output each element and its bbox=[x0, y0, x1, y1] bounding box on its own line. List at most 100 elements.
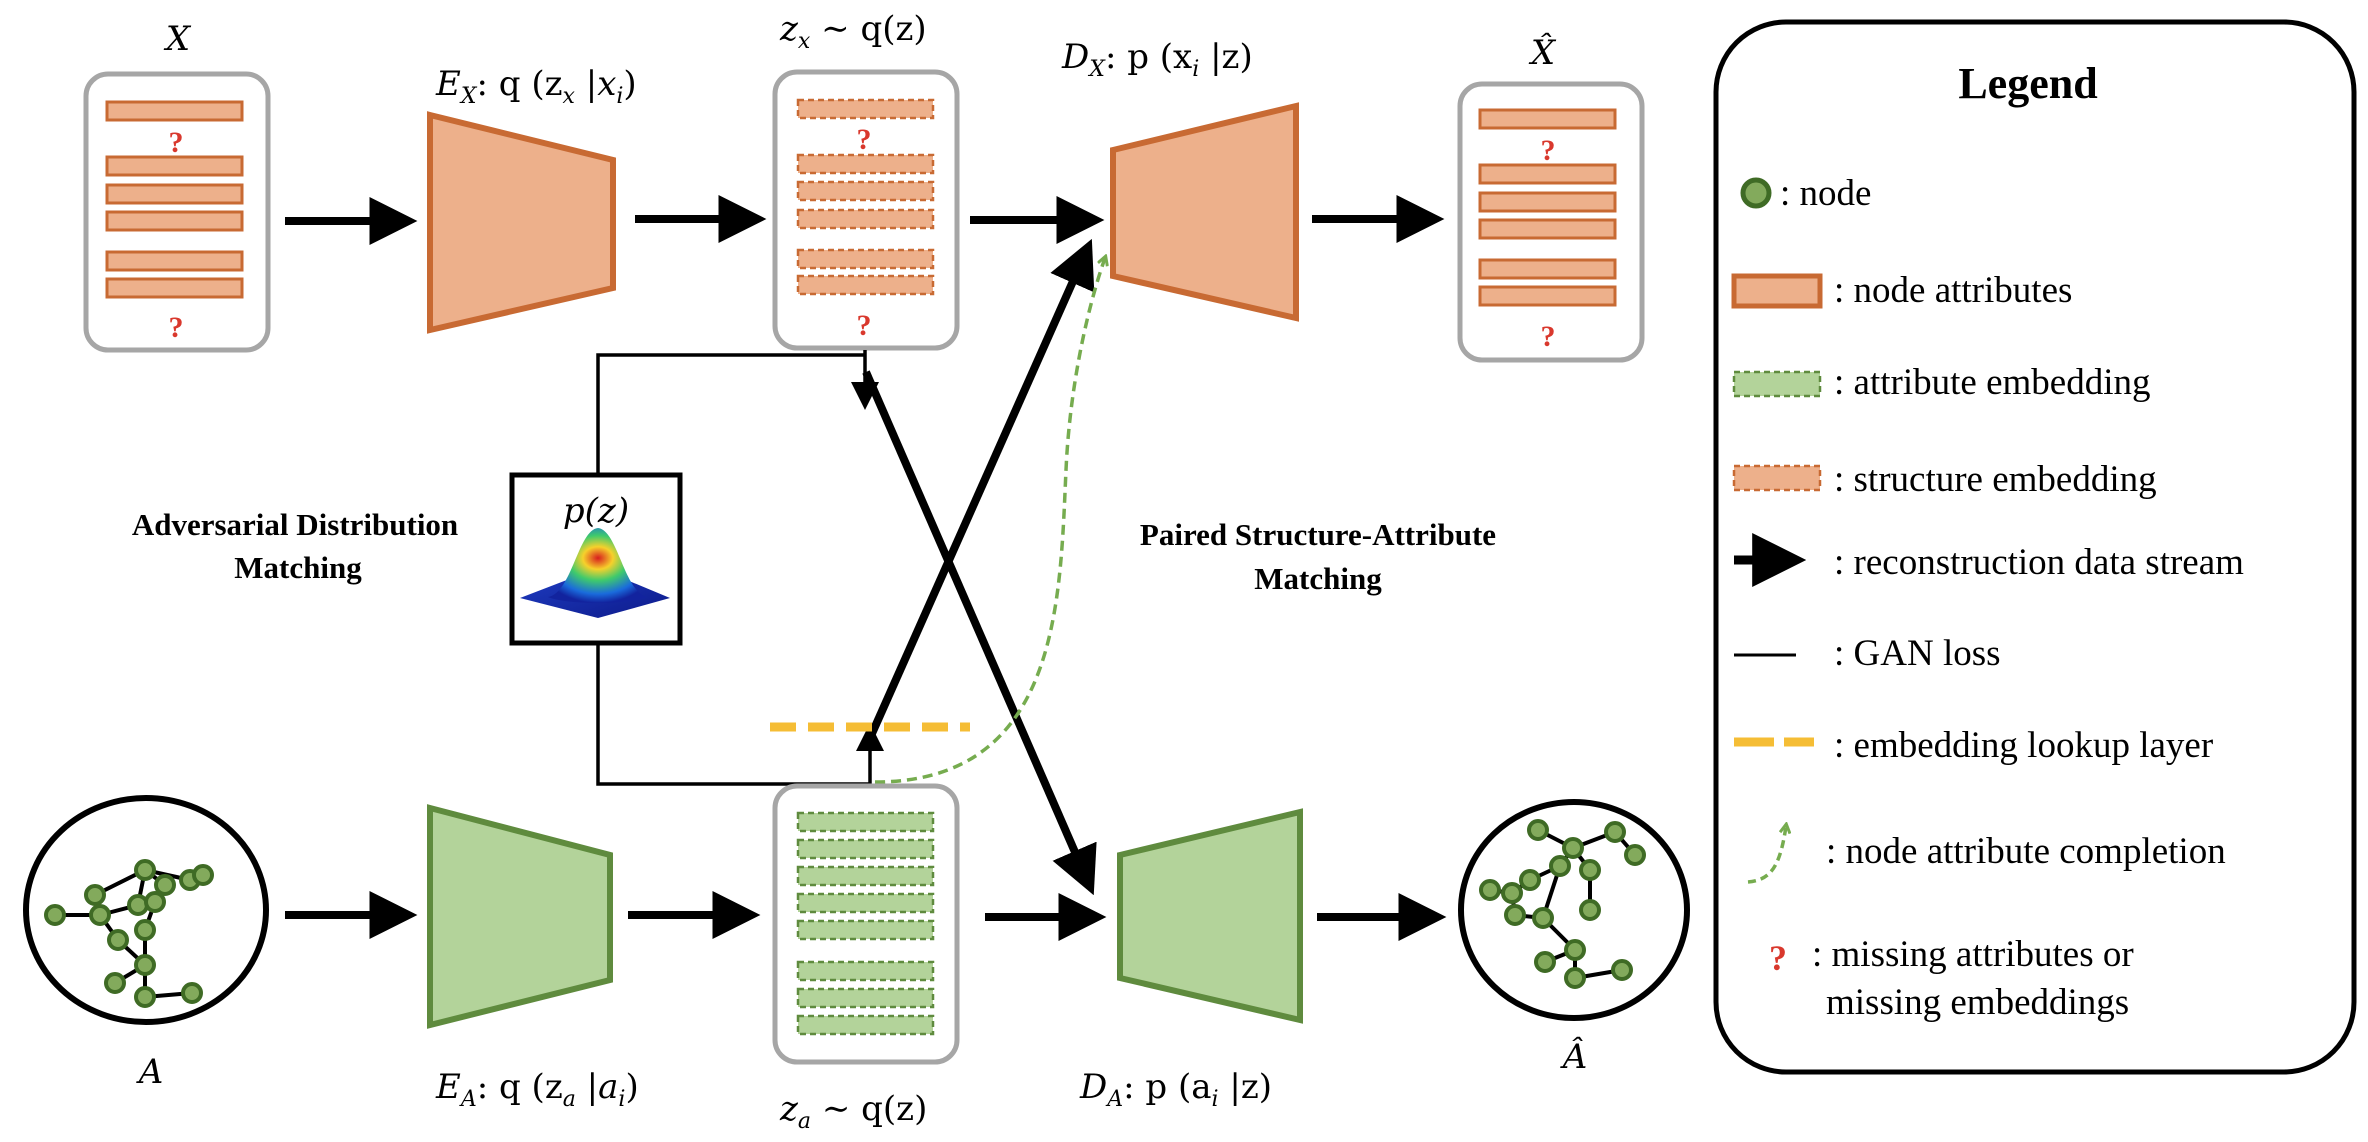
node-icon bbox=[1564, 939, 1586, 961]
dashed-green-arrow-icon bbox=[1747, 826, 1786, 884]
a-hat-label: Â bbox=[1560, 1036, 1588, 1077]
gan-loss-line-top bbox=[596, 353, 865, 476]
x-hat-label: X̂ bbox=[1528, 32, 1557, 73]
node-icon bbox=[1504, 904, 1526, 926]
node-icon bbox=[44, 904, 66, 926]
node-attributes-icon bbox=[1731, 273, 1823, 309]
node-icon bbox=[89, 904, 111, 926]
decoder-x: DX: p (xi |z) bbox=[1061, 37, 1299, 322]
encoder-a: EA: q (za |ai) bbox=[427, 804, 639, 1112]
a-hat-graph: Â bbox=[1458, 799, 1690, 1077]
cross-arrow-up bbox=[866, 238, 1095, 740]
encoder-a-trapezoid bbox=[427, 804, 613, 1029]
attribute-bar bbox=[105, 210, 244, 232]
adversarial-label-line1: Adversarial Distribution bbox=[132, 507, 458, 542]
attribute-bar bbox=[105, 183, 244, 205]
attribute-bar bbox=[1478, 218, 1617, 240]
structure-embedding-bar bbox=[796, 208, 935, 230]
legend-item-gan-loss: : GAN loss bbox=[1834, 633, 2001, 674]
gan-loss-lines bbox=[596, 350, 884, 788]
node-icon bbox=[181, 982, 203, 1004]
gan-loss-line-bottom bbox=[596, 642, 870, 786]
encoder-x: EX: q (zx |xi) bbox=[427, 64, 637, 334]
attribute-embedding-bar bbox=[796, 838, 935, 860]
node-icon bbox=[1562, 837, 1584, 859]
cross-arrow-down bbox=[862, 370, 1097, 896]
missing-mark: ? bbox=[1541, 134, 1556, 167]
attribute-bar bbox=[1478, 285, 1617, 307]
decoder-a-label: DA: p (ai |z) bbox=[1079, 1067, 1272, 1112]
node-icon bbox=[1534, 951, 1556, 973]
attribute-bar bbox=[1478, 258, 1617, 280]
legend-item-node: : node bbox=[1780, 173, 1871, 214]
legend-item-node-attributes: : node attributes bbox=[1834, 270, 2072, 311]
legend-item-attribute-embedding: : attribute embedding bbox=[1834, 362, 2150, 403]
attribute-embedding-bar bbox=[796, 919, 935, 941]
attribute-bar bbox=[105, 155, 244, 177]
attribute-completion-curve bbox=[874, 258, 1105, 784]
node-icon bbox=[1527, 819, 1549, 841]
legend-item-reconstruction-stream: : reconstruction data stream bbox=[1834, 542, 2244, 583]
structure-embedding-bar bbox=[796, 98, 935, 120]
encoder-a-label: EA: q (za |ai) bbox=[435, 1067, 639, 1112]
legend-item-missing-line2: missing embeddings bbox=[1826, 982, 2129, 1023]
missing-mark: ? bbox=[857, 123, 872, 156]
attribute-embedding-bar bbox=[796, 865, 935, 887]
node-icon bbox=[1624, 844, 1646, 866]
attribute-embedding-bar bbox=[796, 960, 935, 982]
attribute-bar bbox=[105, 250, 244, 272]
node-icon bbox=[107, 929, 129, 951]
missing-mark: ? bbox=[169, 311, 184, 344]
decoder-a: DA: p (ai |z) bbox=[1079, 808, 1303, 1112]
paired-label-line2: Matching bbox=[1254, 561, 1382, 596]
adversarial-label-line2: Matching bbox=[234, 550, 362, 585]
missing-mark: ? bbox=[857, 309, 872, 342]
missing-mark: ? bbox=[169, 126, 184, 159]
a-input-graph: A bbox=[23, 795, 269, 1092]
structure-embedding-bar bbox=[796, 180, 935, 202]
question-mark-icon: ? bbox=[1769, 938, 1787, 978]
encoder-x-label: EX: q (zx |xi) bbox=[435, 64, 637, 109]
attribute-bar bbox=[105, 277, 244, 299]
node-icon bbox=[104, 972, 126, 994]
node-icon bbox=[154, 874, 176, 896]
a-input-label: A bbox=[136, 1052, 164, 1092]
structure-embedding-icon bbox=[1732, 464, 1822, 492]
attribute-embedding-icon bbox=[1732, 370, 1822, 398]
node-icon bbox=[84, 884, 106, 906]
za-label: za ∼ q(z) bbox=[779, 1089, 927, 1134]
prior-box: p(z) bbox=[509, 472, 683, 646]
x-input-card: X ? ? bbox=[83, 19, 271, 353]
attribute-bar bbox=[1478, 163, 1617, 185]
node-icon bbox=[1564, 967, 1586, 989]
legend-frame bbox=[1713, 19, 2357, 1075]
decoder-a-trapezoid bbox=[1117, 808, 1303, 1024]
zx-embedding-card: zx ∼ q(z) ? ? bbox=[772, 9, 960, 351]
x-hat-card: X̂ ? ? bbox=[1457, 32, 1645, 363]
structure-embedding-bar bbox=[796, 248, 935, 270]
missing-mark: ? bbox=[1541, 320, 1556, 353]
gaussian-peak-icon bbox=[548, 528, 648, 603]
attribute-bar bbox=[1478, 191, 1617, 213]
node-icon bbox=[1740, 177, 1772, 209]
attribute-embedding-bar bbox=[796, 892, 935, 914]
encoder-x-trapezoid bbox=[427, 111, 616, 334]
node-icon bbox=[1579, 899, 1601, 921]
node-icon bbox=[192, 864, 214, 886]
node-icon bbox=[1501, 882, 1523, 904]
legend-panel: Legend : node : node attributes : attrib… bbox=[1713, 19, 2357, 1075]
attribute-embedding-bar bbox=[796, 1014, 935, 1036]
node-icon bbox=[1579, 859, 1601, 881]
attribute-embedding-bar bbox=[796, 811, 935, 833]
node-icon bbox=[1549, 855, 1571, 877]
za-embedding-card: za ∼ q(z) bbox=[772, 783, 960, 1134]
node-icon bbox=[134, 859, 156, 881]
attribute-embedding-bar bbox=[796, 987, 935, 1009]
decoder-x-label: DX: p (xi |z) bbox=[1061, 37, 1253, 82]
structure-embedding-bar bbox=[796, 153, 935, 175]
attribute-bar bbox=[105, 100, 244, 122]
decoder-x-trapezoid bbox=[1110, 102, 1299, 322]
node-icon bbox=[134, 919, 156, 941]
attribute-bar bbox=[1478, 108, 1617, 130]
